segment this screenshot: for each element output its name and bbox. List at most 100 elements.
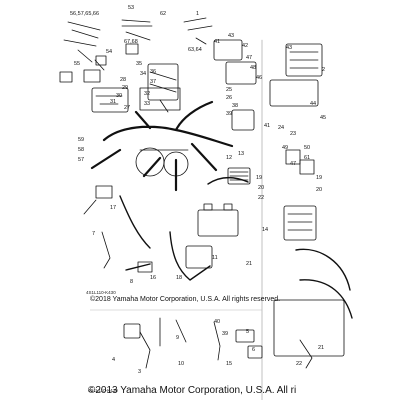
callout-8: 8 (130, 279, 134, 285)
callout-67-68: 67,68 (124, 39, 138, 45)
relay-right-mid (285, 149, 301, 165)
callout-26: 26 (226, 95, 233, 101)
callout-61: 61 (304, 155, 311, 161)
callout-34: 34 (140, 71, 147, 77)
harness-right-loop (295, 248, 353, 319)
callout-46: 46 (256, 75, 263, 81)
callout-20a: 20 (258, 185, 265, 191)
callout-5: 5 (246, 329, 250, 335)
callout-41b: 41 (264, 123, 271, 129)
connector-top-left (95, 55, 107, 66)
callout-19b: 19 (316, 175, 323, 181)
callout-59: 59 (78, 137, 85, 143)
lead-bottom-left (139, 317, 161, 369)
callout-49: 49 (282, 145, 289, 151)
fuse-block-low (185, 245, 213, 269)
copyright-main: ©2018 Yamaha Motor Corporation, U.S.A. A… (90, 296, 281, 303)
callout-21a: 21 (246, 261, 253, 267)
callout-50: 50 (304, 145, 311, 151)
callout-47a: 47 (246, 55, 253, 61)
callout-57: 57 (78, 157, 85, 163)
callout-39b: 39 (222, 331, 229, 337)
callout-16: 16 (150, 275, 157, 281)
ground-wires-left (83, 199, 111, 269)
bracket-center (139, 87, 181, 111)
callout-1: 1 (196, 11, 200, 17)
callout-13: 13 (238, 151, 245, 157)
callout-9: 9 (176, 335, 180, 341)
callout-44: 44 (310, 101, 317, 107)
callout-53: 53 (128, 5, 135, 11)
callout-63-64: 63,64 (188, 47, 202, 53)
connector-bottom (235, 329, 255, 343)
regulator (227, 167, 251, 185)
callout-24: 24 (278, 125, 285, 131)
callout-28: 28 (120, 77, 127, 83)
battery-right-panel (273, 299, 345, 357)
callout-39a: 39 (226, 111, 233, 117)
sensor-right (231, 109, 255, 131)
callout-19a: 19 (256, 175, 263, 181)
callout-22b: 22 (296, 361, 303, 367)
switch-detail (95, 95, 123, 105)
callout-31: 31 (110, 99, 117, 105)
callout-62: 62 (160, 11, 167, 17)
ecu-unit (147, 63, 179, 101)
switch-bottom-left (123, 323, 141, 339)
callout-54: 54 (106, 49, 113, 55)
callout-43a: 43 (228, 33, 235, 39)
callout-36: 36 (150, 69, 157, 75)
callout-25: 25 (226, 87, 233, 93)
callout-23: 23 (290, 131, 297, 137)
relay-box-1 (213, 39, 243, 61)
relay-small (59, 71, 73, 83)
callout-3: 3 (138, 369, 142, 375)
callout-43b: 43 (286, 45, 293, 51)
regulator-fins (229, 171, 249, 181)
callout-14: 14 (262, 227, 269, 233)
callout-12a: 12 (226, 155, 233, 161)
sensor-bottom (175, 319, 221, 361)
callout-10: 10 (178, 361, 185, 367)
rectifier-fins (287, 213, 313, 231)
callout-20b: 20 (316, 187, 323, 193)
connector-low-left (95, 185, 113, 199)
rectifier-right (283, 205, 317, 241)
callout-42: 42 (242, 43, 249, 49)
callout-56-57-65-66: 56,57,65,66 (70, 11, 100, 17)
fastener-right-top (183, 17, 213, 45)
callout-15: 15 (226, 361, 233, 367)
callout-32: 32 (144, 91, 151, 97)
battery (197, 209, 239, 237)
callout-6: 6 (252, 347, 256, 353)
battery-terminal-left (203, 203, 213, 211)
copyright-bottom: ©2013 Yamaha Motor Corporation, U.S.A. A… (88, 385, 297, 396)
relay-medium (83, 69, 101, 83)
callout-18: 18 (176, 275, 183, 281)
callout-48: 48 (250, 65, 257, 71)
callout-58: 58 (78, 147, 85, 153)
callout-40: 40 (214, 319, 221, 325)
meter-pod-right (163, 151, 189, 177)
fuse-box-right (269, 79, 319, 107)
callout-2: 2 (322, 67, 326, 73)
switch-box (91, 87, 129, 113)
connector-low-mid (137, 261, 153, 273)
callout-29: 29 (122, 85, 129, 91)
callout-4: 4 (112, 357, 116, 363)
diagram-code-top: 4S1L110-K430 (86, 290, 116, 295)
clip-part (121, 19, 153, 41)
callout-22a: 22 (258, 195, 265, 201)
callout-21b: 21 (318, 345, 325, 351)
callout-30: 30 (116, 93, 123, 99)
harness-trunk (90, 100, 234, 192)
callout-47b: 47 (290, 161, 297, 167)
connector-center-top (125, 43, 139, 55)
callout-55: 55 (74, 61, 81, 67)
lead-bottom-right (299, 339, 313, 369)
callout-38: 38 (232, 103, 239, 109)
harness-upper-left (63, 21, 105, 71)
callout-45: 45 (320, 115, 327, 121)
diagram-code-bottom: 4S1L110-K430 (88, 388, 118, 393)
